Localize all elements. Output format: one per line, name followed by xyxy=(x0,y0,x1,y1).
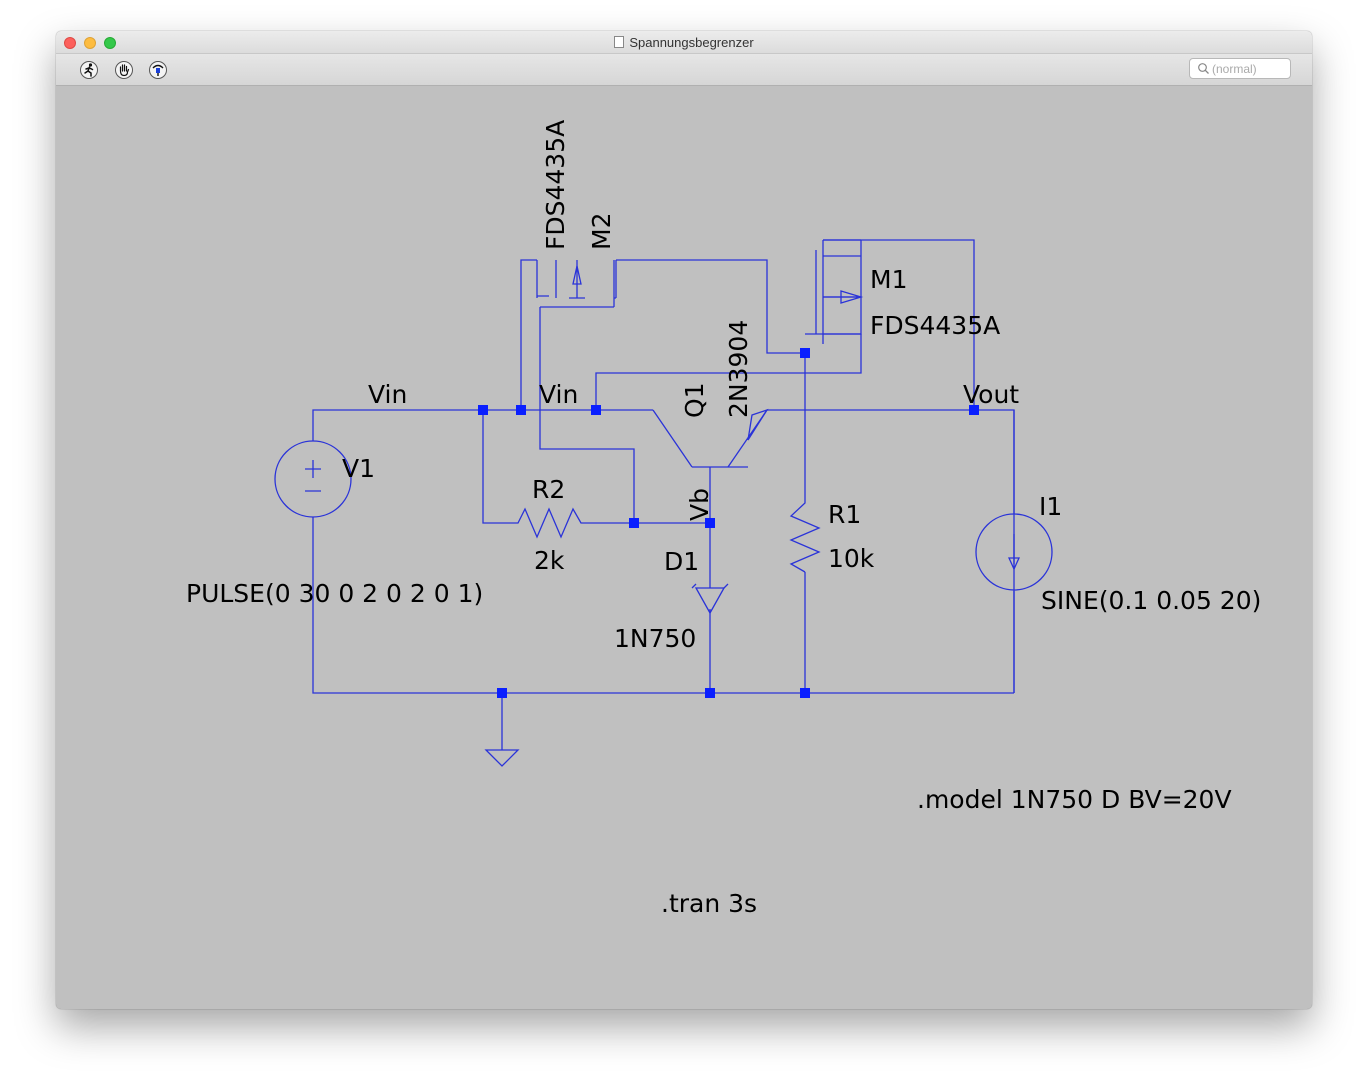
junction[interactable] xyxy=(478,405,488,415)
junction[interactable] xyxy=(705,518,715,528)
i1-value[interactable]: SINE(0.1 0.05 20) xyxy=(1041,586,1261,615)
i1-symbol[interactable] xyxy=(975,513,1053,591)
search-input[interactable] xyxy=(1212,61,1288,76)
q1-symbol[interactable] xyxy=(652,408,769,468)
model-directive[interactable]: .model 1N750 D BV=20V xyxy=(917,785,1232,814)
m1-symbol[interactable] xyxy=(815,240,864,344)
hand-icon xyxy=(115,61,133,79)
search-icon xyxy=(1198,63,1209,74)
net-label-vin-left[interactable]: Vin xyxy=(368,380,407,409)
m1-ref[interactable]: M1 xyxy=(870,265,907,294)
run-simulation-button[interactable] xyxy=(79,60,99,80)
net-label-vb[interactable]: Vb xyxy=(685,488,714,521)
close-button[interactable] xyxy=(64,37,76,49)
q1-value[interactable]: 2N3904 xyxy=(724,320,753,418)
m2-value[interactable]: FDS4435A xyxy=(541,120,570,250)
d1-value[interactable]: 1N750 xyxy=(614,624,696,653)
r2-ref[interactable]: R2 xyxy=(532,475,565,504)
pan-tool-button[interactable] xyxy=(114,60,134,80)
junction[interactable] xyxy=(629,518,639,528)
net-label-vout[interactable]: Vout xyxy=(963,380,1019,409)
junction[interactable] xyxy=(800,348,810,358)
v1-value[interactable]: PULSE(0 30 0 2 0 2 0 1) xyxy=(186,579,483,608)
q1-ref[interactable]: Q1 xyxy=(680,382,709,418)
r2-value[interactable]: 2k xyxy=(534,546,565,575)
document-icon xyxy=(614,36,625,48)
junction[interactable] xyxy=(969,405,979,415)
title-bar: Spannungsbegrenzer xyxy=(56,31,1312,54)
junction[interactable] xyxy=(800,688,810,698)
m2-symbol[interactable] xyxy=(536,260,617,307)
schematic-canvas[interactable]: Vin Vin Vout Vb V1 PULSE(0 30 0 2 0 2 0 … xyxy=(56,86,1312,1009)
r1-symbol[interactable] xyxy=(789,497,821,573)
v1-symbol[interactable] xyxy=(274,440,352,518)
probe-tool-button[interactable] xyxy=(148,60,168,80)
m2-ref[interactable]: M2 xyxy=(587,213,616,250)
running-man-icon xyxy=(80,61,98,79)
labels: Vin Vin Vout Vb V1 PULSE(0 30 0 2 0 2 0 … xyxy=(186,120,1261,918)
window-title: Spannungsbegrenzer xyxy=(56,35,1312,50)
net-label-vin-right[interactable]: Vin xyxy=(539,380,578,409)
junction[interactable] xyxy=(497,688,507,698)
v1-ref[interactable]: V1 xyxy=(342,454,375,483)
nodes xyxy=(478,348,979,698)
d1-symbol[interactable] xyxy=(691,580,729,615)
junction[interactable] xyxy=(705,688,715,698)
r1-value[interactable]: 10k xyxy=(828,544,875,573)
symbols xyxy=(274,240,1053,767)
app-window: Spannungsbegrenzer xyxy=(56,31,1312,1009)
r2-symbol[interactable] xyxy=(512,507,587,539)
schematic-drawing: Vin Vin Vout Vb V1 PULSE(0 30 0 2 0 2 0 … xyxy=(186,120,1261,918)
junction[interactable] xyxy=(591,405,601,415)
minimize-button[interactable] xyxy=(84,37,96,49)
i1-ref[interactable]: I1 xyxy=(1039,492,1062,521)
tran-directive[interactable]: .tran 3s xyxy=(661,889,757,918)
junction[interactable] xyxy=(516,405,526,415)
search-box[interactable] xyxy=(1189,58,1291,79)
toolbar xyxy=(56,54,1312,86)
ground-symbol xyxy=(484,749,520,767)
d1-ref[interactable]: D1 xyxy=(664,547,699,576)
window-title-text: Spannungsbegrenzer xyxy=(629,35,754,50)
r1-ref[interactable]: R1 xyxy=(828,500,861,529)
probe-icon xyxy=(149,61,167,79)
m1-value[interactable]: FDS4435A xyxy=(870,311,1000,340)
maximize-button[interactable] xyxy=(104,37,116,49)
